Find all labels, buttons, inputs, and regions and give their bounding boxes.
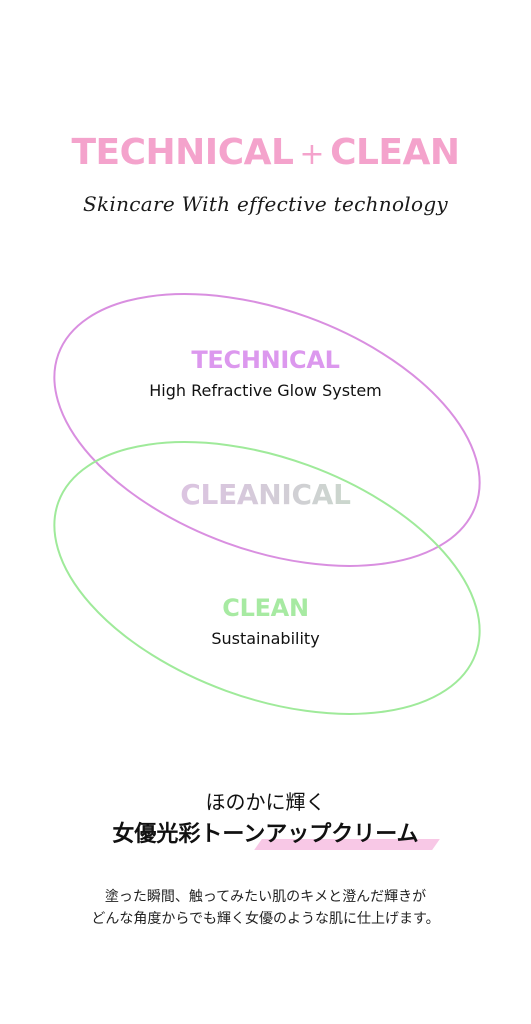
headline-clean: CLEAN [330, 132, 460, 173]
headline-plus: + [299, 137, 325, 172]
jp-product-name-text: 女優光彩トーンアップクリーム [112, 822, 419, 847]
clean-ring [53, 441, 481, 715]
jp-product-name: 女優光彩トーンアップクリーム [108, 820, 441, 850]
technical-title: TECHNICAL [191, 346, 340, 374]
jp-product-name-wrap: 女優光彩トーンアップクリーム [0, 820, 531, 850]
jp-body-line-1: 塗った瞬間、触ってみたい肌のキメと澄んだ輝きが [104, 889, 427, 905]
cleanical-title: CLEANICAL [0, 480, 531, 510]
jp-body-line-2: どんな角度からでも輝く女優のような肌に仕上げます。 [91, 911, 440, 927]
technical-ring [53, 293, 481, 567]
clean-title: CLEAN [222, 594, 309, 622]
jp-tagline: ほのかに輝く [205, 790, 326, 814]
clean-subtitle: Sustainability [211, 629, 320, 648]
technical-subtitle: High Refractive Glow System [149, 381, 382, 400]
overlapping-rings [53, 293, 481, 715]
tagline: Skincare With effective technology [82, 192, 449, 216]
headline-technical: TECHNICAL [71, 132, 294, 173]
headline: TECHNICAL+CLEAN [0, 128, 531, 180]
